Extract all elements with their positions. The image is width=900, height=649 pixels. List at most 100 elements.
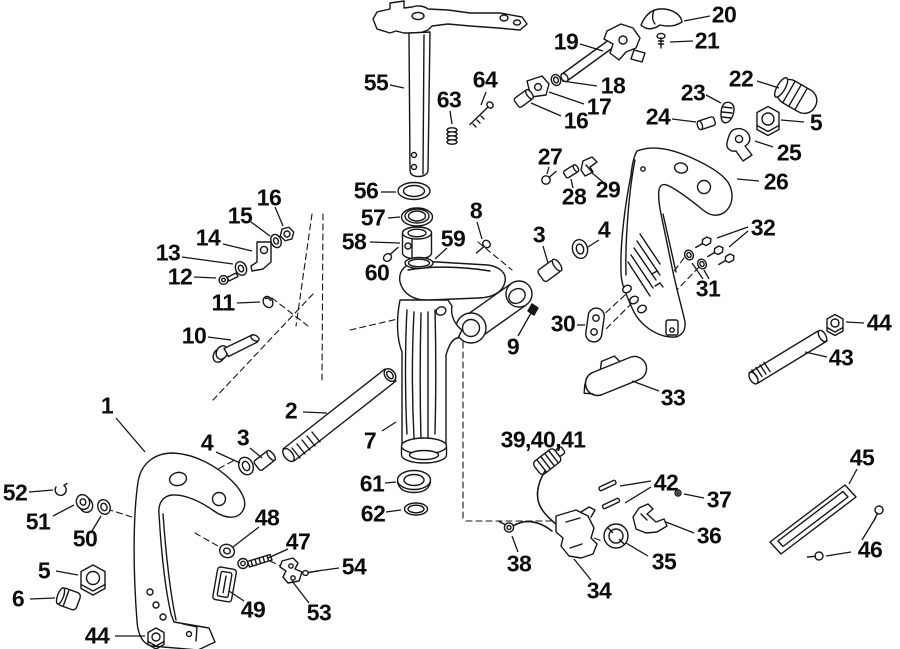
leader-line-37 bbox=[683, 493, 705, 499]
part-label-47: 47 bbox=[285, 528, 311, 555]
part-label-19: 19 bbox=[553, 28, 579, 55]
spring-63 bbox=[446, 127, 458, 145]
leader-line-44-right bbox=[845, 321, 865, 324]
part-label-59: 59 bbox=[440, 225, 466, 252]
leader-line-4-left bbox=[215, 451, 241, 464]
part-label-16-top: 16 bbox=[563, 107, 589, 134]
part-label-63: 63 bbox=[436, 86, 462, 113]
part-label-38: 38 bbox=[506, 550, 532, 577]
leader-line-18 bbox=[561, 80, 598, 87]
part-label-5-left: 5 bbox=[37, 557, 51, 584]
part-label-43: 43 bbox=[828, 344, 854, 371]
screws-46 bbox=[806, 505, 884, 561]
part-label-32: 32 bbox=[750, 214, 776, 241]
leader-line-13 bbox=[181, 256, 234, 265]
leader-line-28 bbox=[570, 178, 574, 189]
screw-64 bbox=[469, 101, 494, 128]
part-label-22: 22 bbox=[728, 65, 754, 92]
leader-line-51 bbox=[52, 504, 75, 517]
tilt-tube bbox=[282, 367, 397, 463]
nut-5-left bbox=[80, 564, 106, 596]
leader-line-4-right bbox=[587, 239, 600, 248]
leader-line-20 bbox=[683, 15, 711, 22]
cap-6 bbox=[55, 587, 82, 611]
leader-line-9 bbox=[517, 312, 532, 337]
pad-49 bbox=[212, 566, 238, 603]
pins-42 bbox=[598, 479, 621, 510]
clamp-23 bbox=[720, 101, 735, 124]
part-label-36: 36 bbox=[696, 522, 722, 549]
swivel-bracket bbox=[396, 260, 539, 464]
screw-37 bbox=[674, 489, 682, 497]
part-label-4-right: 4 bbox=[597, 216, 611, 243]
part-label-54: 54 bbox=[341, 553, 367, 580]
part-label-23: 23 bbox=[680, 79, 706, 106]
o-ring-18 bbox=[550, 73, 562, 87]
leader-line-27 bbox=[546, 166, 550, 175]
part-label-16-left: 16 bbox=[256, 184, 282, 211]
leader-line-43 bbox=[804, 351, 828, 358]
locknut-51 bbox=[75, 493, 94, 514]
part-label-57: 57 bbox=[360, 204, 386, 231]
part-label-44-right: 44 bbox=[866, 309, 892, 336]
part-label-13: 13 bbox=[155, 239, 181, 266]
leader-line-45 bbox=[848, 468, 858, 485]
leader-line-23 bbox=[705, 94, 722, 104]
part-label-12: 12 bbox=[167, 263, 193, 290]
part-label-52: 52 bbox=[2, 479, 28, 506]
part-label-53: 53 bbox=[306, 599, 332, 626]
leader-line-34 bbox=[573, 558, 592, 581]
part-label-62: 62 bbox=[360, 500, 386, 527]
part-label-18: 18 bbox=[600, 72, 626, 99]
stern-bracket-port bbox=[133, 452, 246, 649]
leader-line-6 bbox=[29, 597, 56, 600]
washer-56 bbox=[397, 181, 431, 201]
part-label-45: 45 bbox=[849, 444, 875, 471]
leader-line-33 bbox=[631, 380, 660, 392]
leader-line-59 bbox=[434, 247, 448, 260]
bracket-14 bbox=[250, 241, 272, 272]
leader-line-29 bbox=[591, 172, 604, 183]
leader-line-31 bbox=[703, 269, 710, 280]
clip-52 bbox=[54, 482, 68, 497]
sender-wire bbox=[536, 470, 560, 528]
washer-4-right bbox=[571, 238, 589, 260]
leader-line-42 bbox=[619, 480, 652, 487]
leader-line-14 bbox=[222, 243, 253, 252]
leader-lines bbox=[28, 15, 877, 637]
anode-45 bbox=[769, 484, 857, 555]
terminal-38 bbox=[498, 520, 515, 533]
trim-sender-connector bbox=[532, 446, 566, 476]
part-label-30: 30 bbox=[550, 310, 576, 337]
o-ring-62 bbox=[403, 502, 429, 516]
clip-29 bbox=[580, 156, 598, 177]
leader-line-38 bbox=[511, 535, 519, 553]
lever-knob-20 bbox=[640, 8, 683, 30]
part-label-35: 35 bbox=[651, 548, 677, 575]
part-label-7: 7 bbox=[363, 427, 377, 454]
part-label-64: 64 bbox=[472, 66, 498, 93]
leader-line-42 bbox=[624, 486, 652, 504]
part-label-51: 51 bbox=[25, 508, 51, 535]
part-label-11: 11 bbox=[211, 289, 235, 316]
part-label-33: 33 bbox=[660, 384, 686, 411]
part-label-44-left: 44 bbox=[84, 622, 110, 649]
tilt-rod-43 bbox=[748, 329, 828, 385]
part-label-42: 42 bbox=[653, 469, 679, 496]
part-label-9: 9 bbox=[506, 333, 520, 360]
leader-line-32 bbox=[716, 226, 749, 239]
leader-line-5-left bbox=[55, 570, 79, 576]
pin-24 bbox=[696, 116, 717, 131]
leader-line-26 bbox=[736, 178, 760, 182]
leader-line-8 bbox=[476, 221, 483, 240]
part-label-28: 28 bbox=[561, 183, 587, 210]
washer-15 bbox=[270, 233, 282, 249]
clip-33 bbox=[583, 355, 648, 397]
seal-57 bbox=[400, 207, 434, 227]
leader-line-24 bbox=[671, 118, 697, 123]
bushing-3-right bbox=[537, 258, 563, 283]
leader-line-52 bbox=[28, 489, 54, 493]
